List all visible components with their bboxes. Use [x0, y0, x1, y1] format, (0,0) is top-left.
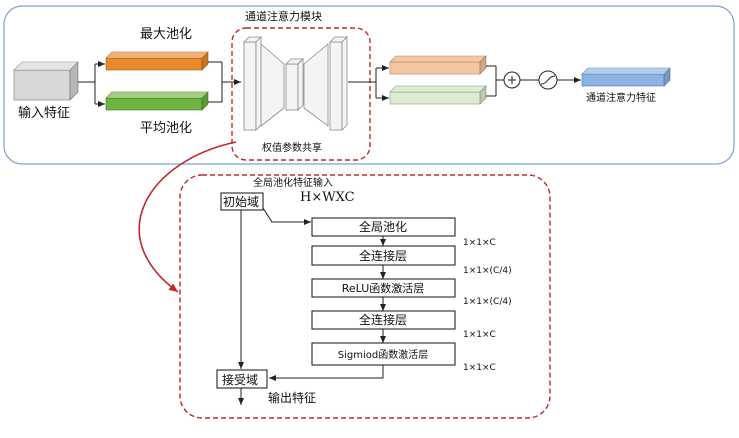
attention-output-label: 通道注意力特征 — [586, 91, 656, 104]
start-domain-box — [220, 192, 264, 211]
start-domain-label: 初始域 — [223, 195, 259, 209]
layer-shape-global-pool: 1×1×C — [463, 238, 496, 248]
mlp-left-layer-side — [255, 36, 262, 131]
top-module-title: 通道注意力模块 — [245, 9, 322, 23]
layer-shape-fc-1: 1×1×(C/4) — [463, 266, 512, 276]
mlp-output-avg-side-shade — [480, 86, 486, 104]
avg-pool-label: 平均池化 — [140, 121, 192, 136]
input-block-top-shade — [14, 62, 78, 70]
shared-mlp-hourglass — [243, 36, 348, 131]
attention-output-bar — [581, 67, 671, 87]
detail-input-shape: H×WXC — [300, 190, 355, 205]
layer-label-relu: ReLU函数激活层 — [342, 281, 425, 295]
end-domain-label: 接受域 — [222, 372, 258, 387]
arrow-sigmoid-to-end — [269, 365, 384, 381]
zoom-connector-arrow — [138, 141, 237, 293]
plus-icon — [503, 71, 521, 89]
mlp-right-layer-side — [341, 36, 348, 131]
mlp-decoder-taper — [303, 43, 329, 127]
shared-weights-frame — [231, 27, 371, 161]
avg-pool-bar-top-shade — [106, 92, 208, 98]
sigmoid-icon — [538, 70, 558, 90]
detail-output-caption: 输出特征 — [268, 390, 316, 405]
layer-shape-fc-2: 1×1×C — [463, 330, 496, 340]
avg-pool-bar-side-shade — [202, 92, 208, 110]
mlp-bottleneck-layer — [285, 63, 299, 111]
input-block-side-shade — [70, 62, 78, 100]
mlp-output-avg-bar — [389, 85, 487, 105]
layer-label-global-pool: 全局池化 — [359, 219, 407, 234]
mlp-encoder-taper — [260, 43, 285, 127]
layer-shape-sigmoid: 1×1×C — [463, 363, 496, 373]
input-feature-label: 输入特征 — [18, 105, 70, 121]
detail-input-caption: 全局池化特征输入 — [253, 176, 333, 189]
mlp-bottleneck-side — [297, 58, 304, 111]
end-domain-box — [216, 369, 268, 389]
mlp-output-max-bar — [389, 55, 487, 75]
input-feature-block — [13, 61, 79, 101]
max-pool-bar-side-shade — [202, 52, 208, 70]
layer-label-fc-2: 全连接层 — [359, 312, 407, 327]
attention-output-top-shade — [582, 68, 670, 74]
max-pool-bar-top-shade — [106, 52, 208, 58]
layer-label-fc-1: 全连接层 — [359, 248, 407, 263]
mlp-output-max-side-shade — [480, 56, 486, 74]
detail-module-frame — [179, 174, 551, 419]
shared-weights-label: 权值参数共享 — [262, 141, 322, 154]
attention-output-side-shade — [664, 68, 670, 86]
max-pool-bar — [105, 51, 209, 71]
max-pool-label: 最大池化 — [140, 27, 192, 42]
layer-label-sigmoid: Sigmiod函数激活层 — [338, 348, 428, 361]
mlp-right-layer — [329, 41, 343, 131]
top-module-frame — [3, 5, 735, 165]
arrow-start-to-layers — [262, 207, 311, 225]
layer-shape-relu: 1×1×(C/4) — [463, 297, 512, 307]
mlp-left-layer — [243, 41, 257, 131]
avg-pool-bar — [105, 91, 209, 111]
